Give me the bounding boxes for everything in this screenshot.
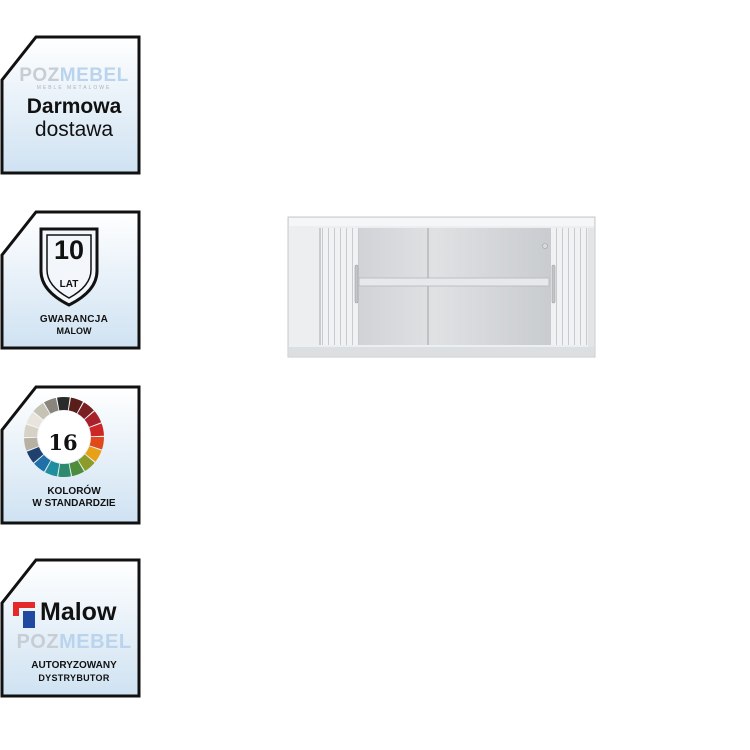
color-swatch bbox=[45, 460, 60, 477]
color-wheel-icon bbox=[24, 397, 104, 477]
warranty-line1: GWARANCJA bbox=[39, 314, 109, 325]
color-wheel-center bbox=[38, 411, 90, 463]
color-swatch bbox=[89, 423, 104, 437]
colors-badge: 16 KOLORÓW W STANDARDZIE bbox=[0, 385, 141, 525]
malow-logo-icon bbox=[13, 602, 35, 628]
authorized-distributor-badge: Malow POZMEBEL AUTORYZOWANY DYSTRYBUTOR bbox=[0, 558, 141, 698]
pozmebel-logo-watermark: POZMEBEL bbox=[16, 631, 132, 653]
color-swatch bbox=[58, 463, 71, 477]
color-swatch bbox=[26, 412, 43, 428]
right-tambour-door bbox=[551, 228, 587, 345]
warranty-unit: LAT bbox=[59, 279, 79, 290]
color-swatch bbox=[24, 437, 39, 451]
colors-line1: KOLORÓW bbox=[47, 486, 101, 497]
color-swatch bbox=[26, 446, 44, 463]
color-swatch bbox=[24, 424, 39, 437]
color-count: 16 bbox=[48, 430, 78, 455]
color-swatch bbox=[69, 460, 84, 477]
wall-cabinet-product-image bbox=[287, 216, 596, 358]
shield-icon bbox=[39, 227, 99, 307]
delivery-line2: dostawa bbox=[34, 118, 114, 141]
color-swatch bbox=[33, 402, 50, 420]
color-swatch bbox=[57, 397, 70, 411]
left-door-handle bbox=[354, 264, 359, 304]
color-swatch bbox=[89, 437, 104, 450]
right-door-handle bbox=[551, 264, 556, 304]
color-swatch bbox=[34, 454, 51, 472]
warranty-years: 10 bbox=[53, 235, 85, 265]
color-swatch bbox=[84, 411, 102, 428]
color-swatch bbox=[44, 397, 59, 414]
color-swatch bbox=[85, 446, 102, 462]
malow-brand-name: Malow bbox=[40, 598, 117, 626]
color-swatch bbox=[78, 454, 95, 472]
dealer-line2: DYSTRYBUTOR bbox=[38, 673, 110, 683]
colors-line2: W STANDARDZIE bbox=[32, 498, 116, 509]
pozmebel-logo-watermark: POZMEBEL bbox=[19, 65, 129, 86]
color-swatch bbox=[77, 402, 94, 420]
warranty-badge: 10 LAT GWARANCJA MALOW bbox=[0, 210, 141, 350]
color-swatch bbox=[68, 397, 83, 414]
badge-frame bbox=[0, 35, 141, 175]
dealer-line1: AUTORYZOWANY bbox=[31, 660, 117, 671]
warranty-line2: MALOW bbox=[56, 326, 92, 336]
left-tambour-door bbox=[321, 228, 359, 345]
delivery-line1: Darmowa bbox=[26, 95, 122, 118]
lock-icon bbox=[542, 243, 548, 249]
logo-subtitle: MEBLE METALOWE bbox=[36, 85, 112, 91]
free-delivery-badge: POZMEBEL MEBLE METALOWE Darmowa dostawa bbox=[0, 35, 141, 175]
badge-frame bbox=[0, 558, 141, 698]
